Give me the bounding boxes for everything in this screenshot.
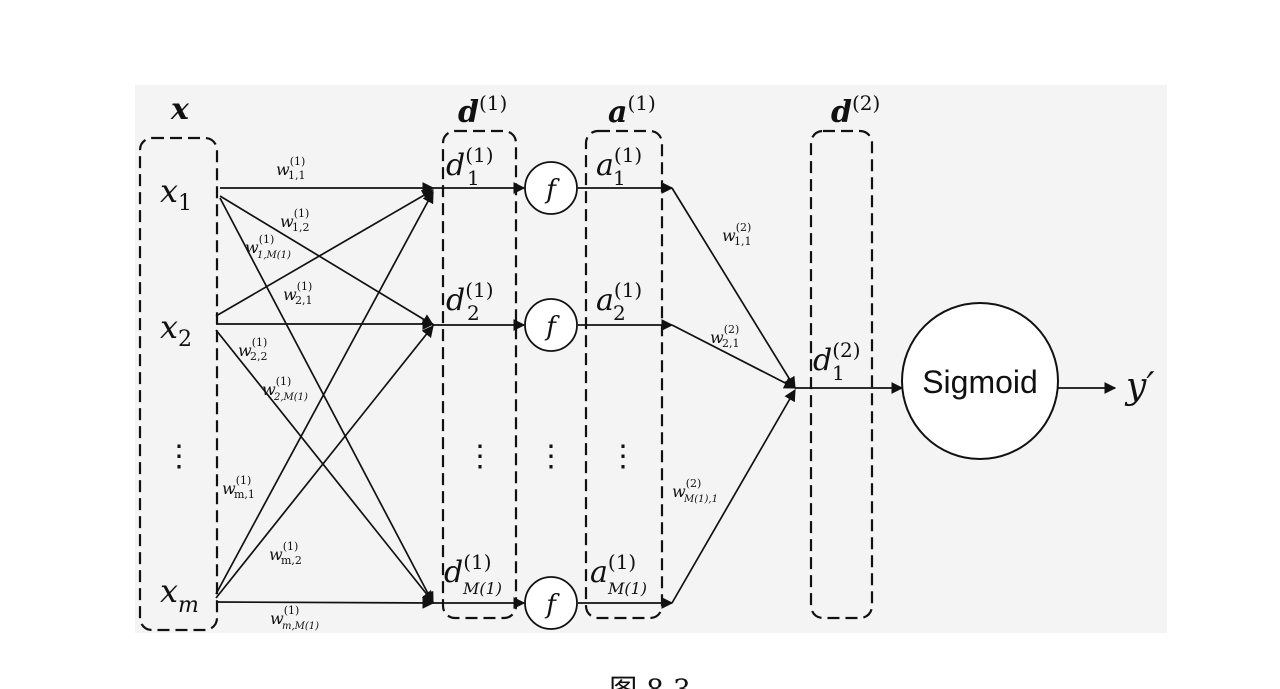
weight-label-w2-M1-sub: M(1),1 (683, 494, 718, 505)
edge-xm-d2 (215, 325, 434, 599)
input-node-xm: xm (160, 572, 199, 618)
activation-node-m: f (524, 576, 578, 630)
edge-xm-d1 (215, 190, 434, 595)
output-pre-node-1: d(2) (813, 338, 861, 378)
edge-x1-d2 (219, 195, 435, 326)
edge-aM-d2 (671, 388, 796, 604)
weight-label-w2-21: w(2) (710, 323, 739, 347)
weight-label-w1M-sub: 1,M(1) (257, 250, 291, 261)
weight-label-w12: w(1) (280, 207, 309, 231)
weight-label-w11-sub: 1,1 (288, 169, 306, 182)
activation-node-1: f (524, 161, 578, 215)
hidden-pre-box (441, 129, 518, 620)
output-pre-symbol: d(2) (831, 91, 880, 130)
sigmoid-label: Sigmoid (922, 364, 1038, 400)
weight-label-w2-11-sub: 1,1 (734, 235, 752, 248)
hidden-post-node-m: a(1) (590, 550, 636, 590)
edge-x1-dM (219, 197, 434, 605)
layer1-edges (215, 182, 435, 609)
edge-x2-d1 (215, 189, 435, 317)
weight-label-wm2-sub: m,2 (281, 554, 302, 567)
hidden-pre-symbol: d(1) (458, 91, 507, 130)
weight-label-w2-21-sub: 2,1 (722, 337, 740, 350)
weight-label-wm1: w(1) (222, 474, 251, 498)
input-ellipsis: ⋮ (164, 439, 194, 474)
weight-label-w21: w(1) (283, 280, 312, 304)
input-layer-box (138, 136, 219, 632)
weight-label-w11: w(1) (276, 155, 305, 179)
weight-label-w2M-sub: 2,M(1) (273, 392, 308, 403)
edge-a2-d2 (671, 324, 797, 389)
hidden-post-node-m-sub: M(1) (607, 579, 647, 598)
hidden-post-node-1: a(1) (596, 143, 642, 183)
weight-label-wmM: w(1) (270, 604, 299, 628)
weight-label-w21-sub: 2,1 (295, 294, 313, 307)
activation-ellipsis: ⋮ (536, 439, 566, 474)
input-layer-symbol: x (170, 92, 190, 127)
weight-label-wm1-sub: m,1 (234, 488, 255, 501)
layer2-edges (671, 187, 1117, 604)
hidden-pre-ellipsis: ⋮ (465, 439, 495, 474)
hidden-pre-node-1: d(1) (446, 143, 494, 183)
hidden-post-box (584, 129, 664, 620)
hidden-post-node-1-sub: 1 (613, 166, 626, 190)
weight-label-w2M: w(1) (262, 375, 291, 399)
hidden-post-symbol: a(1) (608, 91, 656, 130)
output-pre-node-1-sub: 1 (832, 361, 845, 385)
edge-a1-d2 (671, 187, 796, 390)
output-label: y′ (1124, 366, 1155, 407)
figure-caption: 图 8.3 (609, 673, 690, 689)
input-node-x1: x1 (160, 172, 192, 216)
hidden-pre-node-2-sub: 2 (467, 301, 480, 325)
hidden-post-node-2: a(1) (596, 278, 642, 318)
hidden-post-ellipsis: ⋮ (608, 439, 638, 474)
edge-xm-dM (215, 597, 435, 609)
activation-node-2: f (524, 298, 578, 352)
weight-label-w2-11: w(2) (722, 221, 751, 245)
hidden-pre-node-2: d(1) (446, 278, 494, 318)
activation-edges (433, 182, 674, 609)
sigmoid-node: Sigmoid (901, 302, 1059, 460)
weight-label-w12-sub: 1,2 (292, 221, 310, 234)
weight-label-w22: w(1) (238, 336, 267, 360)
hidden-pre-node-1-sub: 1 (467, 166, 480, 190)
output-pre-box (809, 129, 874, 620)
weight-label-w22-sub: 2,2 (250, 350, 268, 363)
input-node-x2: x2 (160, 308, 192, 352)
hidden-pre-node-m: d(1) (444, 550, 492, 590)
weight-label-wmM-sub: m,M(1) (282, 621, 319, 632)
hidden-pre-node-m-sub: M(1) (462, 579, 502, 598)
weight-label-wm2: w(1) (269, 540, 298, 564)
weight-label-w2-M1: w(2) (672, 477, 701, 501)
hidden-post-node-2-sub: 2 (613, 301, 626, 325)
weight-label-w1M: w(1) (245, 233, 274, 257)
edge-x2-dM (215, 329, 434, 603)
